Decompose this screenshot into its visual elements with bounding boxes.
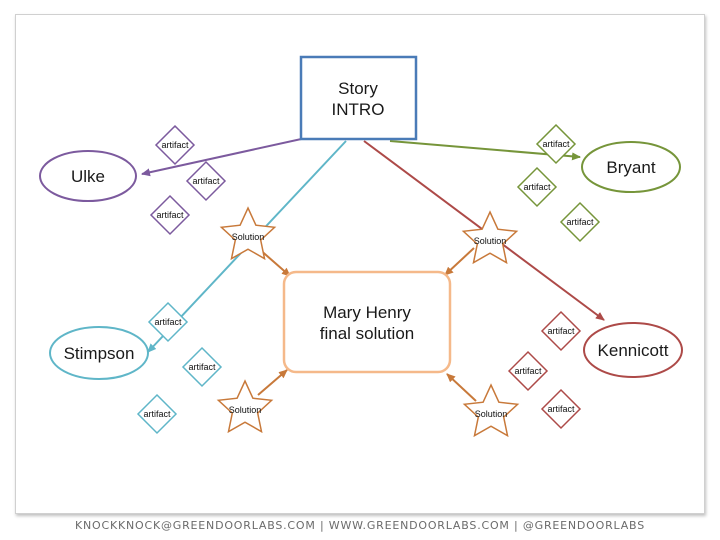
artifact-diamond-red: artifact xyxy=(540,310,582,352)
solution-star-label: Solution xyxy=(475,409,508,419)
artifact-label: artifact xyxy=(547,404,575,414)
artifact-label: artifact xyxy=(156,210,184,220)
solution-line1: Mary Henry xyxy=(323,303,411,322)
solution-star-bottom-right: Solution xyxy=(462,383,520,438)
bryant-label: Bryant xyxy=(606,158,655,177)
solution-star-top-right: Solution xyxy=(461,210,519,265)
artifact-label: artifact xyxy=(192,176,220,186)
artifact-label: artifact xyxy=(188,362,216,372)
artifact-diamond-blue: artifact xyxy=(136,393,178,435)
artifact-diamond-green: artifact xyxy=(559,201,601,243)
solution-star-label: Solution xyxy=(232,232,265,242)
arrow-solution-bottom-left xyxy=(257,369,288,396)
arrow-intro-to-ulke xyxy=(141,135,316,177)
artifact-diamond-green: artifact xyxy=(535,123,577,165)
arrow-solution-bottom-right xyxy=(446,373,477,402)
node-kennicott: Kennicott xyxy=(583,322,683,378)
arrow-solution-top-right xyxy=(444,247,475,276)
intro-line2: INTRO xyxy=(332,100,385,119)
stimpson-label: Stimpson xyxy=(64,344,135,363)
node-ulke: Ulke xyxy=(39,150,137,202)
footer-contact: KNOCKKNOCK@GREENDOORLABS.COM | WWW.GREEN… xyxy=(74,519,645,532)
kennicott-label: Kennicott xyxy=(598,341,669,360)
solution-star-top-left: Solution xyxy=(219,206,277,261)
intro-line1: Story xyxy=(338,79,378,98)
solution-star-bottom-left: Solution xyxy=(216,379,274,434)
node-bryant: Bryant xyxy=(581,141,681,193)
artifact-diamond-purple: artifact xyxy=(154,124,196,166)
node-stimpson: Stimpson xyxy=(49,326,149,380)
artifact-diamond-red: artifact xyxy=(540,388,582,430)
artifact-diamond-blue: artifact xyxy=(181,346,223,388)
node-story-intro: Story INTRO xyxy=(299,55,418,141)
solution-line2: final solution xyxy=(320,324,415,343)
solution-star-label: Solution xyxy=(229,405,262,415)
artifact-label: artifact xyxy=(161,140,189,150)
artifact-diamond-purple: artifact xyxy=(185,160,227,202)
node-final-solution: Mary Henry final solution xyxy=(282,270,452,374)
ulke-label: Ulke xyxy=(71,167,105,186)
artifact-label: artifact xyxy=(547,326,575,336)
artifact-diamond-blue: artifact xyxy=(147,301,189,343)
artifact-label: artifact xyxy=(514,366,542,376)
artifact-label: artifact xyxy=(566,217,594,227)
artifact-diamond-green: artifact xyxy=(516,166,558,208)
artifact-label: artifact xyxy=(154,317,182,327)
artifact-label: artifact xyxy=(523,182,551,192)
artifact-label: artifact xyxy=(542,139,570,149)
artifact-diamond-purple: artifact xyxy=(149,194,191,236)
artifact-diamond-red: artifact xyxy=(507,350,549,392)
solution-star-label: Solution xyxy=(474,236,507,246)
artifact-label: artifact xyxy=(143,409,171,419)
